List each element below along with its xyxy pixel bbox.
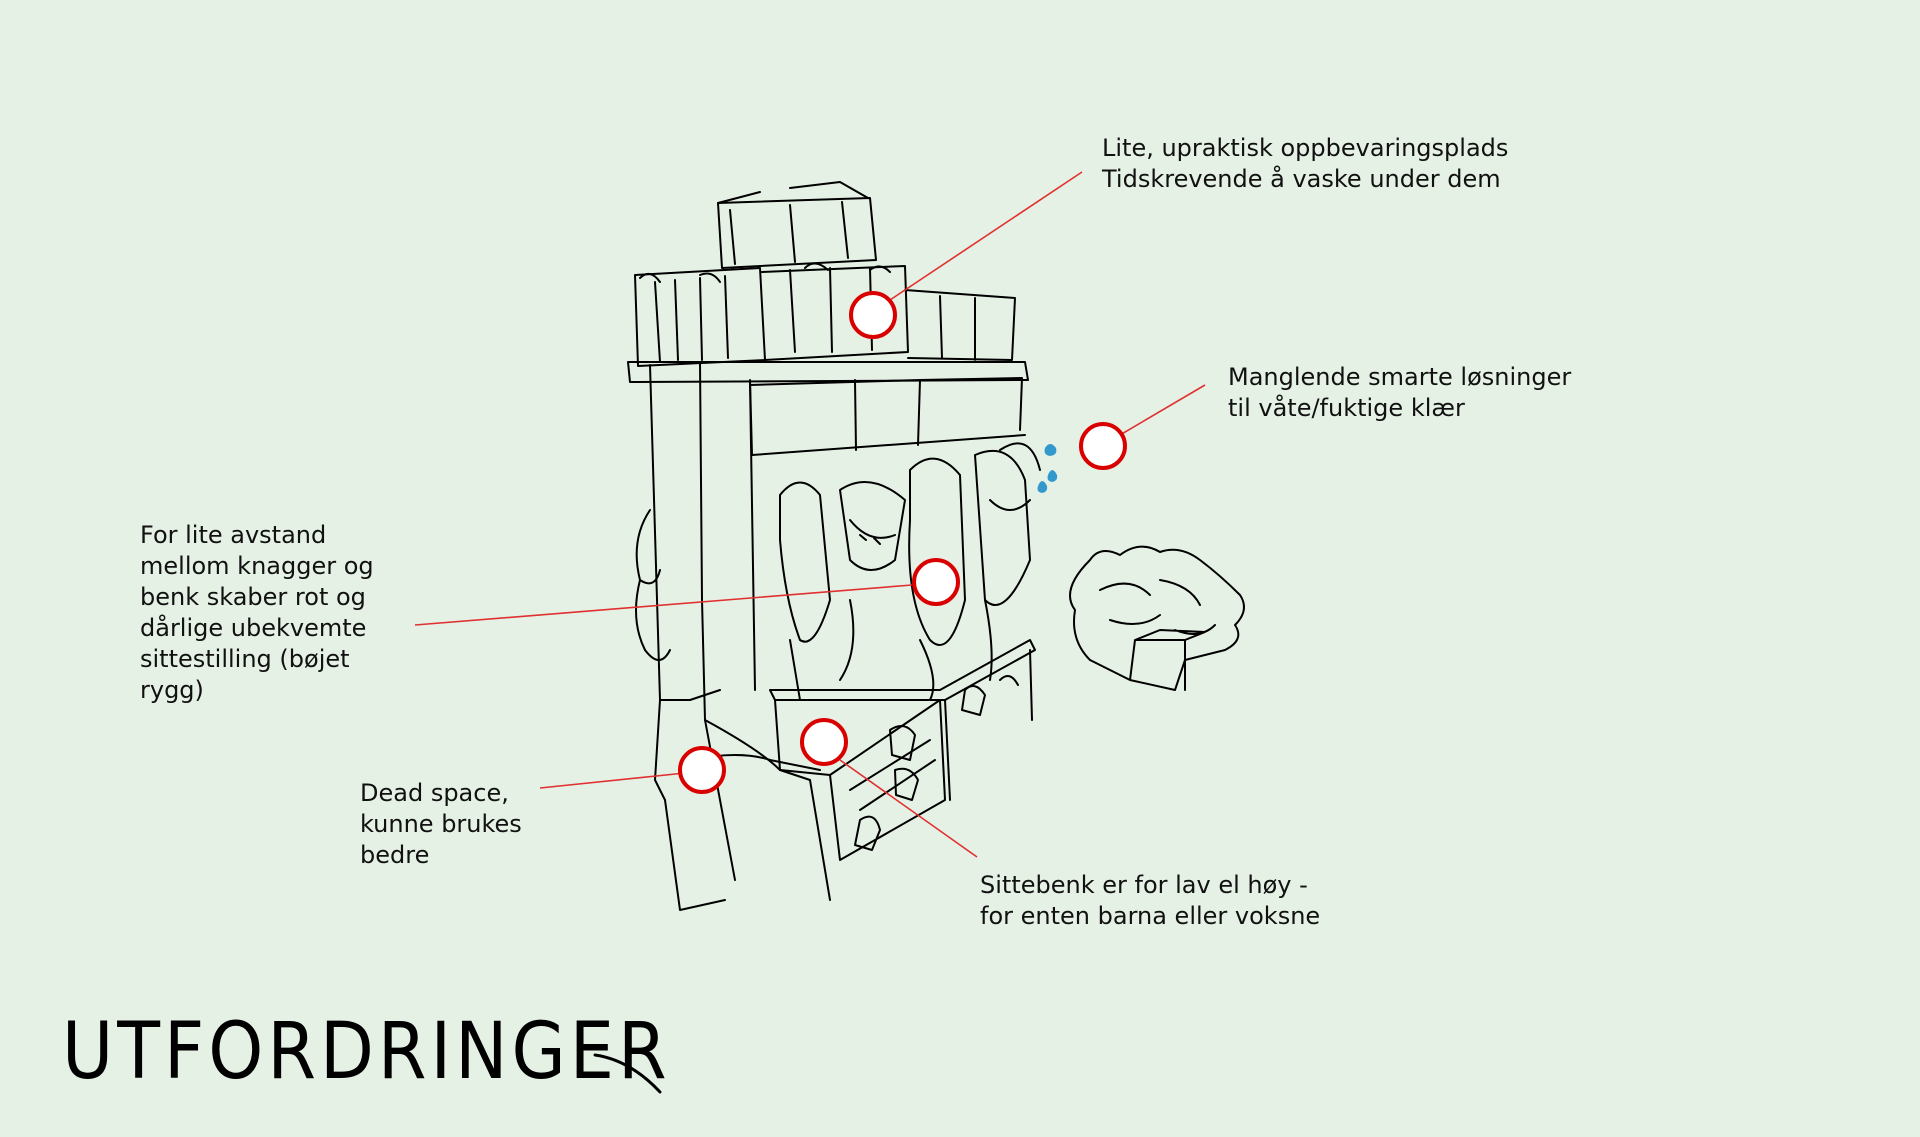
marker-storage[interactable] (849, 291, 897, 339)
storage-bins (634, 265, 1016, 367)
upper-shelf (627, 361, 1029, 456)
marker-hook-distance[interactable] (912, 558, 960, 606)
top-box-lid (717, 181, 869, 204)
side-panel (649, 361, 771, 911)
leader-line-dead-space (539, 772, 686, 789)
side-jacket (635, 509, 671, 661)
leader-line-wet-clothes (1119, 384, 1206, 436)
upper-shelf-bins (749, 377, 1023, 451)
leader-line-hook-distance (414, 584, 913, 626)
page-title: UTFORDRINGER (62, 1005, 671, 1097)
annotation-bench-height: Sittebenk er for lav el høy - for enten … (980, 871, 1321, 930)
top-box (717, 197, 877, 269)
shoes (854, 675, 1019, 851)
annotation-wet-clothes: Manglende smarte løsninger til våte/fukt… (1228, 363, 1572, 422)
annotation-hook-distance: For lite avstand mellom knagger og benk … (140, 521, 374, 704)
hanging-clothes-lower (789, 599, 993, 701)
leader-line-storage (889, 171, 1083, 301)
marker-dead-space[interactable] (678, 746, 726, 794)
marker-wet-clothes[interactable] (1079, 422, 1127, 470)
annotation-storage: Lite, upraktisk oppbevaringsplads Tidskr… (1102, 134, 1509, 193)
annotation-dead-space: Dead space, kunne brukes bedre (360, 779, 522, 869)
bench-front (829, 699, 946, 861)
hanging-clothes (779, 442, 1041, 646)
water-drops-icon (1037, 444, 1058, 493)
bench (769, 639, 1036, 801)
leader-line-bench-height (839, 759, 978, 858)
title-swash (593, 1053, 662, 1094)
clothes-pile (1069, 545, 1245, 691)
marker-bench-height[interactable] (800, 718, 848, 766)
storage-bin-outlines (639, 262, 891, 283)
